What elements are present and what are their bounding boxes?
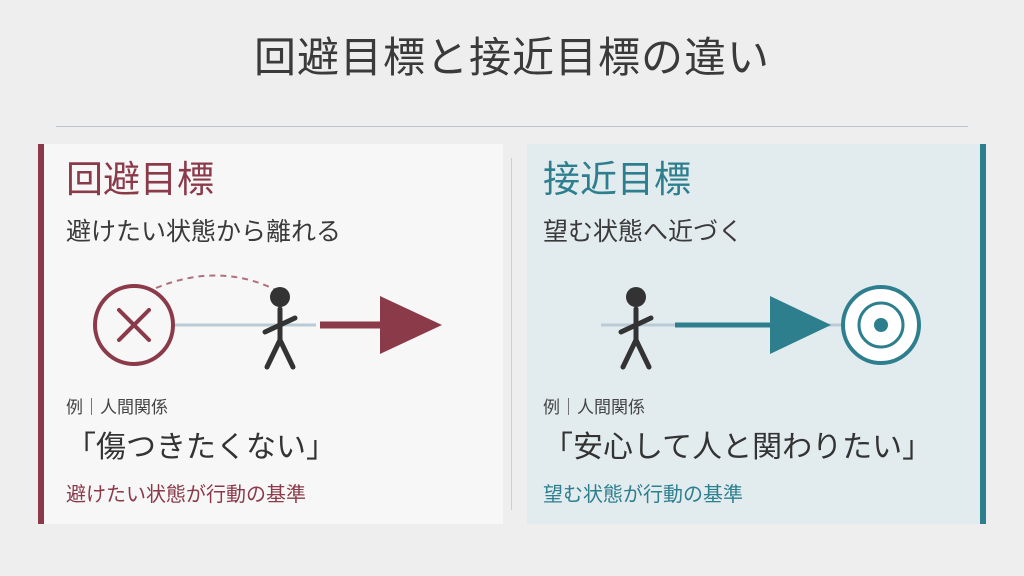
cross-circle-icon	[93, 284, 175, 366]
avoidance-dashed-path	[155, 274, 277, 291]
panel-divider	[511, 158, 512, 510]
person-icon	[618, 287, 654, 370]
avoidance-heading: 回避目標	[66, 158, 214, 201]
target-icon	[841, 285, 921, 365]
arrow-right-icon	[320, 296, 442, 354]
avoidance-subtitle: 避けたい状態から離れる	[66, 217, 342, 246]
approach-example-label: 例｜人間関係	[543, 398, 645, 418]
person-icon	[262, 287, 298, 370]
approach-criterion: 望む状態が行動の基準	[543, 482, 743, 506]
avoidance-illustration	[93, 274, 442, 370]
approach-illustration	[601, 285, 921, 370]
approach-heading: 接近目標	[543, 158, 691, 201]
avoidance-example-label: 例｜人間関係	[66, 398, 168, 418]
approach-panel: 接近目標 望む状態へ近づく 例｜人間関係 「安心して人と関わりたい」 望む状態が…	[527, 144, 986, 524]
avoidance-quote: 「傷つきたくない」	[66, 430, 336, 465]
approach-quote: 「安心して人と関わりたい」	[543, 430, 933, 465]
arrow-right-icon	[675, 296, 831, 354]
avoidance-criterion: 避けたい状態が行動の基準	[66, 482, 306, 506]
avoidance-panel: 回避目標 避けたい状態から離れる 例｜人間関係 「傷つきたくない」 避けたい状態…	[38, 144, 503, 524]
approach-subtitle: 望む状態へ近づく	[543, 217, 744, 246]
page-title: 回避目標と接近目標の違い	[253, 33, 770, 82]
title-divider	[56, 126, 968, 127]
